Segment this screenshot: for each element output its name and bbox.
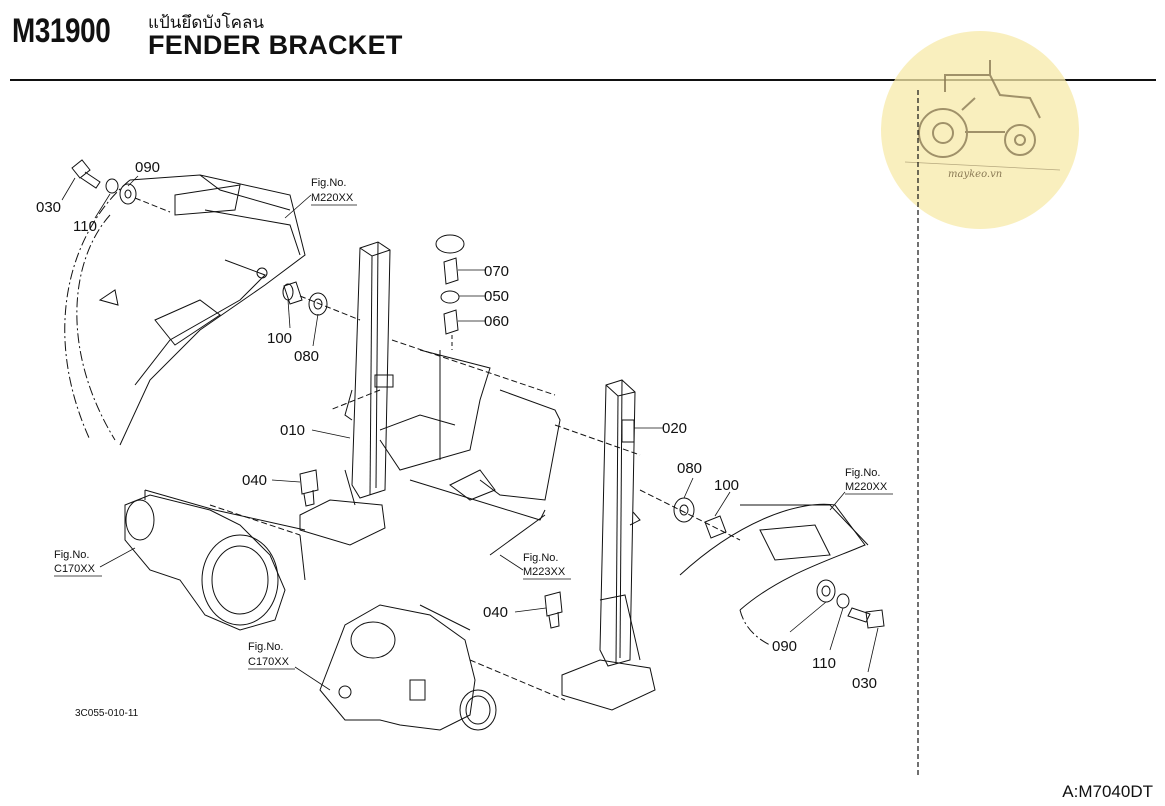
right-spacers <box>639 489 741 541</box>
callout-050: 050 <box>484 288 509 305</box>
callout-020: 020 <box>662 420 687 437</box>
fig-ref-fender-right: M220XX <box>845 481 888 493</box>
callout-090-left: 090 <box>135 159 160 176</box>
fig-ref-fender-top: M220XX <box>311 192 354 204</box>
fig-label-center: Fig.No. <box>523 552 558 564</box>
callout-090-right: 090 <box>772 638 797 655</box>
leader-lines <box>54 175 893 691</box>
fig-ref-axle-bottom: C170XX <box>248 656 290 668</box>
center-floor-panel <box>379 339 641 556</box>
left-axle-housing <box>124 489 306 631</box>
left-bolt-set <box>71 159 171 213</box>
fig-label-fender-top: Fig.No. <box>311 177 346 189</box>
page-code: M31900 <box>12 12 111 50</box>
callout-010: 010 <box>280 422 305 439</box>
right-fender <box>679 503 869 646</box>
model-code: A:M7040DT <box>1062 782 1153 801</box>
fig-label-fender-right: Fig.No. <box>845 467 880 479</box>
left-spacers <box>282 281 361 321</box>
fig-label-axle-left: Fig.No. <box>54 549 89 561</box>
plug-stack <box>435 234 465 350</box>
mid-bolt-040 <box>544 591 563 629</box>
left-post <box>299 241 394 546</box>
callout-040-mid: 040 <box>483 604 508 621</box>
title-thai: แป้นยึดบังโคลน <box>148 13 265 33</box>
page-header: M31900 แป้นยึดบังโคลน FENDER BRACKET <box>0 0 1165 84</box>
callout-070: 070 <box>484 263 509 280</box>
left-bolt-040 <box>299 469 319 507</box>
page-title: FENDER BRACKET <box>148 30 403 60</box>
callout-110-right: 110 <box>812 655 836 672</box>
fig-label-axle-bottom: Fig.No. <box>248 641 283 653</box>
tractor-icon <box>918 60 1041 158</box>
callout-080-left: 080 <box>294 348 319 365</box>
callout-040-left: 040 <box>242 472 267 489</box>
callout-100-left: 100 <box>267 330 292 347</box>
callout-110-left: 110 <box>73 218 97 235</box>
fig-ref-center: M223XX <box>523 566 566 578</box>
header-rule <box>10 79 1156 81</box>
right-post <box>561 379 656 711</box>
callout-100-right: 100 <box>714 477 739 494</box>
fig-ref-axle-left: C170XX <box>54 563 96 575</box>
callout-060: 060 <box>484 313 509 330</box>
bottom-axle-housing <box>319 604 497 731</box>
left-fender <box>64 174 306 446</box>
right-bolt-set <box>816 579 885 629</box>
watermark-text: maykeo.vn <box>948 169 1002 180</box>
callout-030-left: 030 <box>36 199 61 216</box>
watermark-logo: maykeo.vn <box>881 31 1079 229</box>
callout-080-right: 080 <box>677 460 702 477</box>
callout-030-right: 030 <box>852 675 877 692</box>
drawing-number: 3C055-010-11 <box>75 708 139 719</box>
